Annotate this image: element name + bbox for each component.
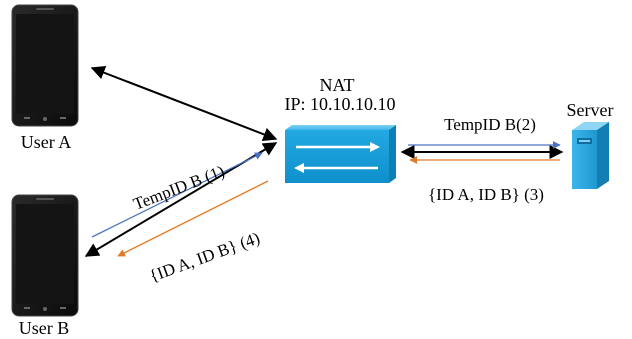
connection-user-a-nat: [90, 66, 278, 141]
message-2-label: TempID B(2): [444, 115, 536, 134]
server-icon: [572, 122, 609, 189]
server-label: Server: [567, 100, 614, 120]
user-b-phone-icon: [11, 194, 79, 317]
message-1-arrow: [91, 152, 263, 238]
message-3-label: {ID A, ID B} (3): [428, 185, 544, 204]
nat-ip-address: IP: 10.10.10.10: [284, 94, 395, 114]
nat-router-icon: [285, 125, 396, 183]
user-b-label: User B: [19, 318, 70, 338]
nat-title: NAT: [320, 75, 355, 95]
user-a-label: User A: [21, 132, 72, 152]
message-4-label: {ID A, ID B} (4): [147, 228, 262, 286]
user-a-phone-icon: [11, 4, 79, 127]
message-4-arrow: [117, 180, 269, 257]
message-1-label: TempID B (1): [131, 162, 228, 214]
